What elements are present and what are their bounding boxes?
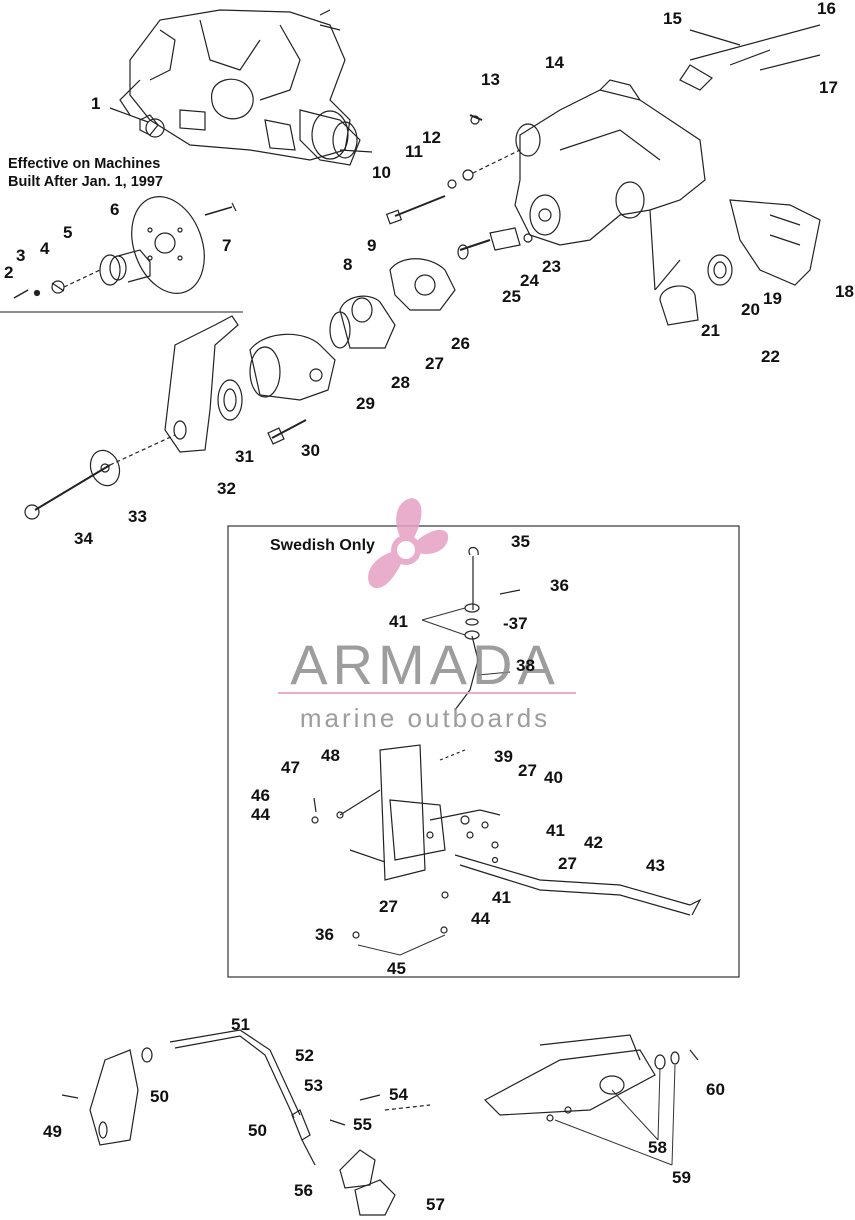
callout-29: 29 <box>356 394 375 413</box>
callout-27-c: 27 <box>558 854 577 873</box>
callout-4: 4 <box>40 239 50 258</box>
callout-59: 59 <box>672 1168 691 1187</box>
callout-37: -37 <box>503 614 528 633</box>
starter-group-drawing <box>24 227 533 520</box>
callout-11: 11 <box>405 142 423 161</box>
callout-27-a: 27 <box>425 354 444 373</box>
callout-57: 57 <box>426 1195 445 1214</box>
callout-10: 10 <box>372 163 391 182</box>
effective-date-note: Effective on Machines Built After Jan. 1… <box>8 155 163 191</box>
callout-6: 6 <box>110 200 120 219</box>
callout-45: 45 <box>387 959 406 978</box>
callout-55: 55 <box>353 1115 372 1134</box>
callout-9: 9 <box>367 236 377 255</box>
callout-26: 26 <box>451 334 470 353</box>
callout-18: 18 <box>835 282 854 301</box>
note-line-2: Built After Jan. 1, 1997 <box>8 174 163 190</box>
callout-38: 38 <box>516 656 535 675</box>
callout-53: 53 <box>304 1076 323 1095</box>
callout-16: 16 <box>817 0 836 18</box>
callout-21: 21 <box>701 321 720 340</box>
note-line-1: Effective on Machines <box>8 156 161 172</box>
callout-15: 15 <box>663 9 682 28</box>
callout-2: 2 <box>4 263 14 282</box>
flywheel-group-drawing <box>13 195 237 299</box>
callout-27-d: 27 <box>379 897 398 916</box>
callout-20: 20 <box>741 300 760 319</box>
callout-56: 56 <box>294 1181 313 1200</box>
callout-41-a: 41 <box>389 612 408 631</box>
callout-42: 42 <box>584 833 603 852</box>
callout-50-b: 50 <box>248 1121 267 1140</box>
propeller-logo-icon <box>368 498 449 589</box>
callout-47: 47 <box>281 758 300 777</box>
callout-49: 49 <box>43 1122 62 1141</box>
callout-46: 46 <box>251 786 270 805</box>
callout-23: 23 <box>542 257 561 276</box>
callout-27-b: 27 <box>518 761 537 780</box>
callout-5: 5 <box>63 223 73 242</box>
watermark-brand: ARMADA <box>290 633 560 696</box>
callout-40: 40 <box>544 768 563 787</box>
callout-39: 39 <box>494 747 513 766</box>
inset-title: Swedish Only <box>270 537 375 554</box>
callout-58: 58 <box>648 1138 667 1157</box>
callout-1: 1 <box>91 94 101 113</box>
callout-22: 22 <box>761 347 780 366</box>
callout-36-b: 36 <box>315 925 334 944</box>
armada-watermark: ARMADA marine outboards <box>270 490 590 740</box>
callout-24: 24 <box>520 271 539 290</box>
callout-13: 13 <box>481 70 500 89</box>
callout-52: 52 <box>295 1046 314 1065</box>
callout-32: 32 <box>217 479 236 498</box>
callout-60: 60 <box>706 1080 725 1099</box>
callout-12: 12 <box>422 128 441 147</box>
watermark-underline <box>278 692 576 694</box>
callout-14: 14 <box>545 53 564 72</box>
callout-54: 54 <box>389 1085 408 1104</box>
callout-44-b: 44 <box>251 805 270 824</box>
callout-3: 3 <box>16 246 26 265</box>
callout-28: 28 <box>391 373 410 392</box>
housing-group-drawing <box>514 24 821 326</box>
callout-51: 51 <box>231 1015 250 1034</box>
swedish-inset-frame <box>227 525 740 978</box>
part-1-drawing <box>145 118 165 138</box>
callout-8: 8 <box>343 255 353 274</box>
callout-41-b: 41 <box>546 821 565 840</box>
callout-7: 7 <box>222 236 232 255</box>
swedish-linkage-drawing <box>311 546 702 939</box>
watermark-tagline: marine outboards <box>299 703 551 733</box>
callout-35: 35 <box>511 532 530 551</box>
pedal-linkage-drawing <box>61 1029 699 1216</box>
callout-31: 31 <box>235 447 254 466</box>
callout-44-a: 44 <box>471 909 490 928</box>
callout-33: 33 <box>128 507 147 526</box>
callout-36-a: 36 <box>550 576 569 595</box>
engine-block-drawing <box>119 9 361 166</box>
callout-43: 43 <box>646 856 665 875</box>
callout-17: 17 <box>819 78 838 97</box>
callout-19: 19 <box>763 289 782 308</box>
callout-30: 30 <box>301 441 320 460</box>
callout-41-c: 41 <box>492 888 511 907</box>
callout-50-a: 50 <box>150 1087 169 1106</box>
callout-48: 48 <box>321 746 340 765</box>
callout-34: 34 <box>74 529 93 548</box>
callout-25: 25 <box>502 287 521 306</box>
bolt-group-drawing <box>385 114 521 225</box>
